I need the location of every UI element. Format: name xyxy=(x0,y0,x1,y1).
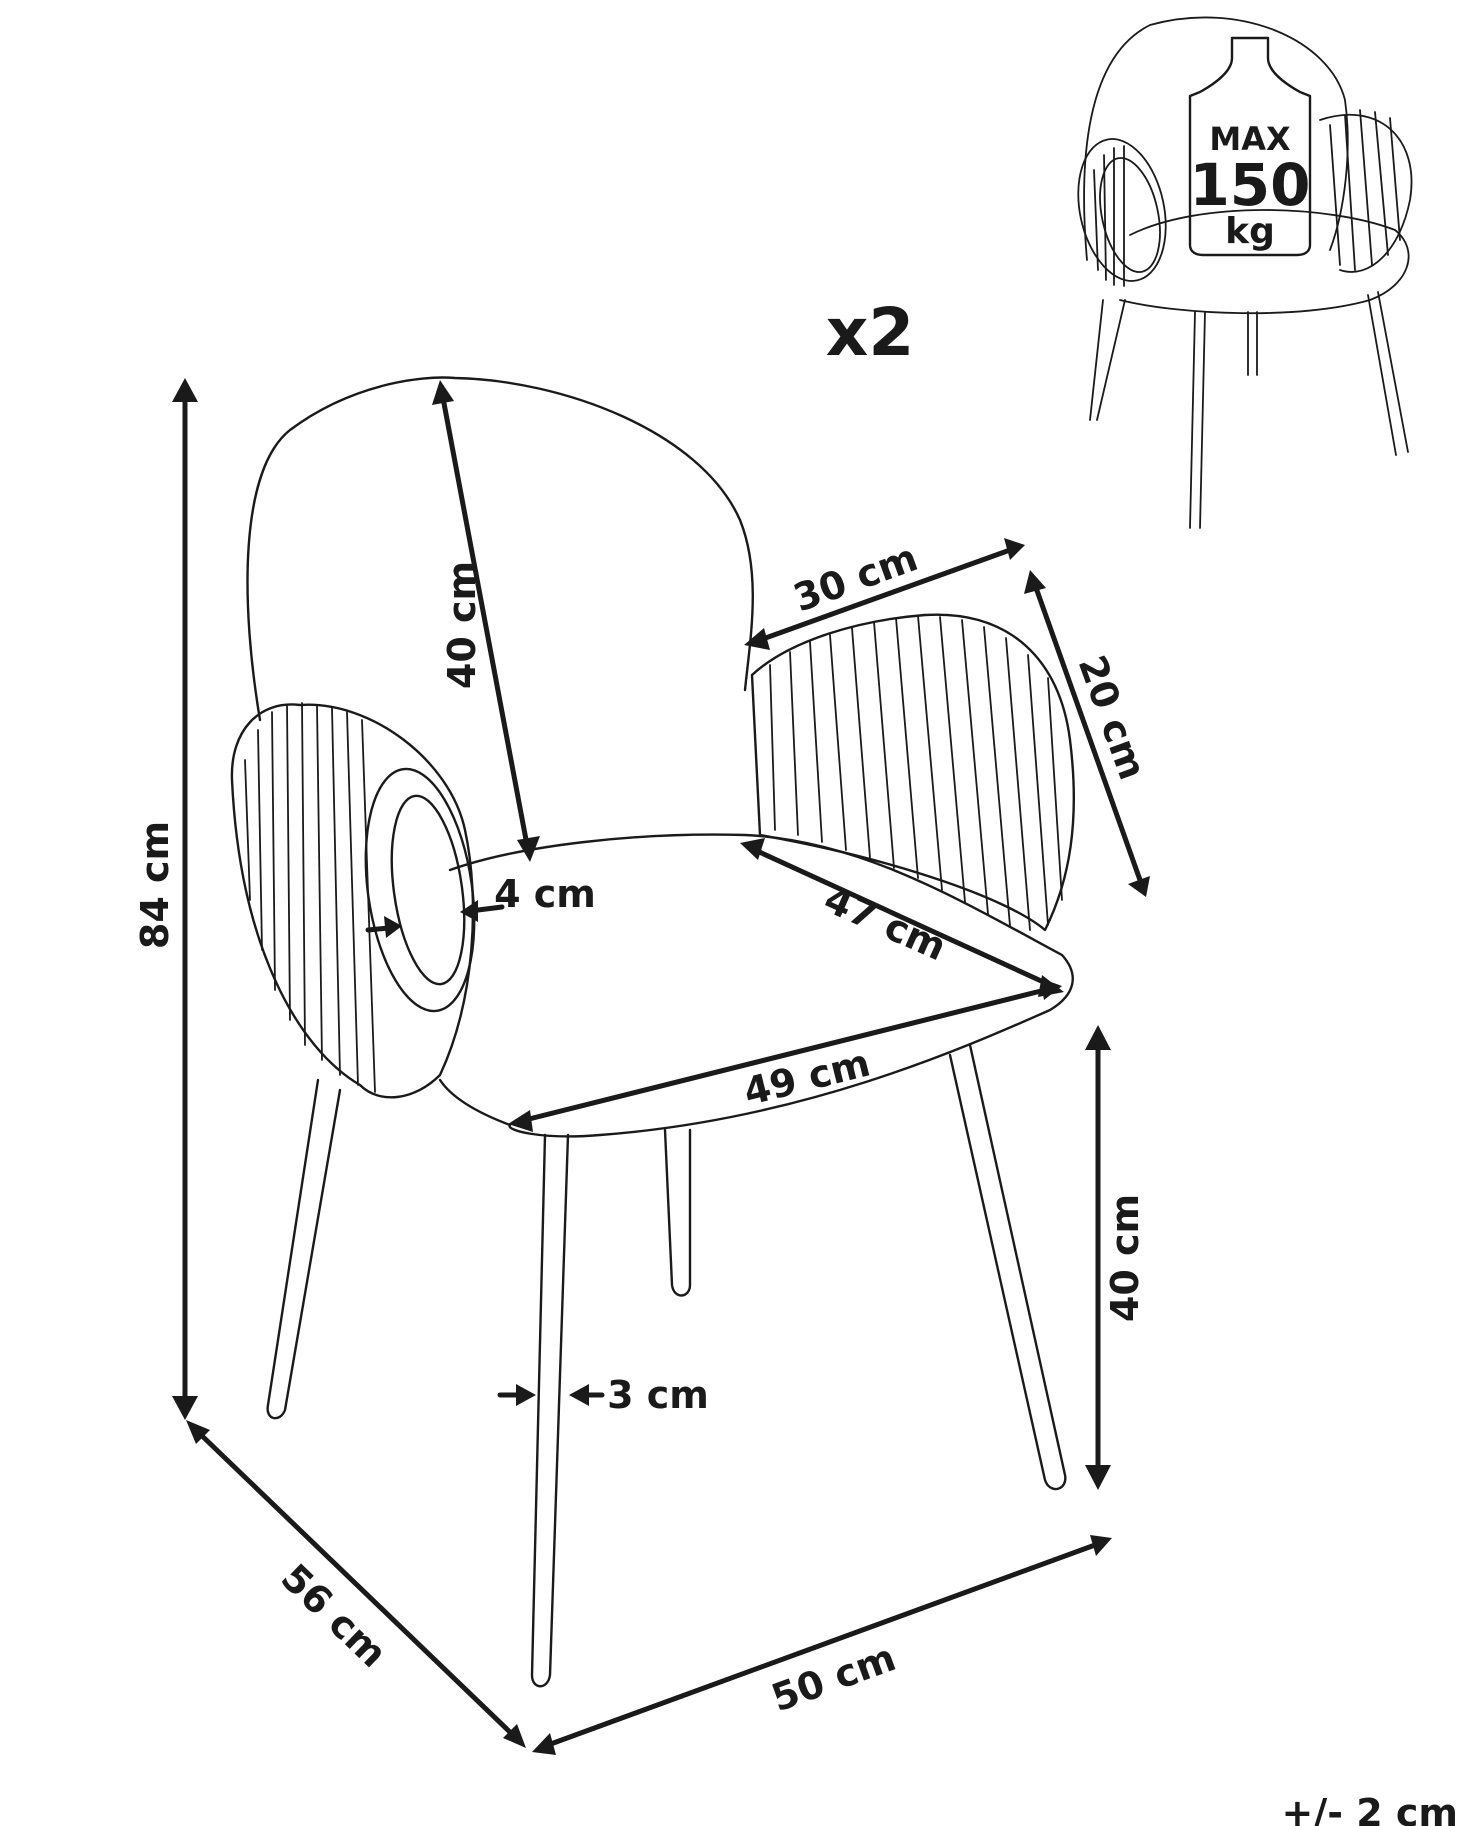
tolerance-note: +/- 2 cm xyxy=(1281,1791,1458,1826)
weight-badge-outline xyxy=(1188,36,1312,257)
total-height-label: 84 cm xyxy=(133,821,177,949)
right-armrest xyxy=(750,613,1076,932)
chair-drawing xyxy=(230,376,1076,1688)
quantity-label: x2 xyxy=(826,294,915,371)
overall-width-label: 50 cm xyxy=(766,1635,902,1720)
overall-depth-label: 56 cm xyxy=(273,1555,396,1676)
armrest-thickness-label: 4 cm xyxy=(494,872,596,916)
seat-outline xyxy=(438,833,1074,1138)
chair-legs xyxy=(266,1043,1067,1688)
weight-badge-value: 150 xyxy=(1189,151,1310,219)
seat-height-label: 40 cm xyxy=(1103,1194,1147,1322)
dimension-lines xyxy=(172,378,1150,1755)
left-armrest xyxy=(230,702,476,1099)
backrest-height-label: 40 cm xyxy=(440,561,484,689)
backrest-outline xyxy=(246,376,754,722)
weight-badge-max: MAX xyxy=(1209,120,1291,158)
weight-badge-unit: kg xyxy=(1225,211,1275,252)
reference-chair-illustration: MAX 150 kg xyxy=(1077,16,1413,529)
leg-thickness-label: 3 cm xyxy=(607,1373,709,1417)
seat-depth-label: 47 cm xyxy=(818,877,953,969)
